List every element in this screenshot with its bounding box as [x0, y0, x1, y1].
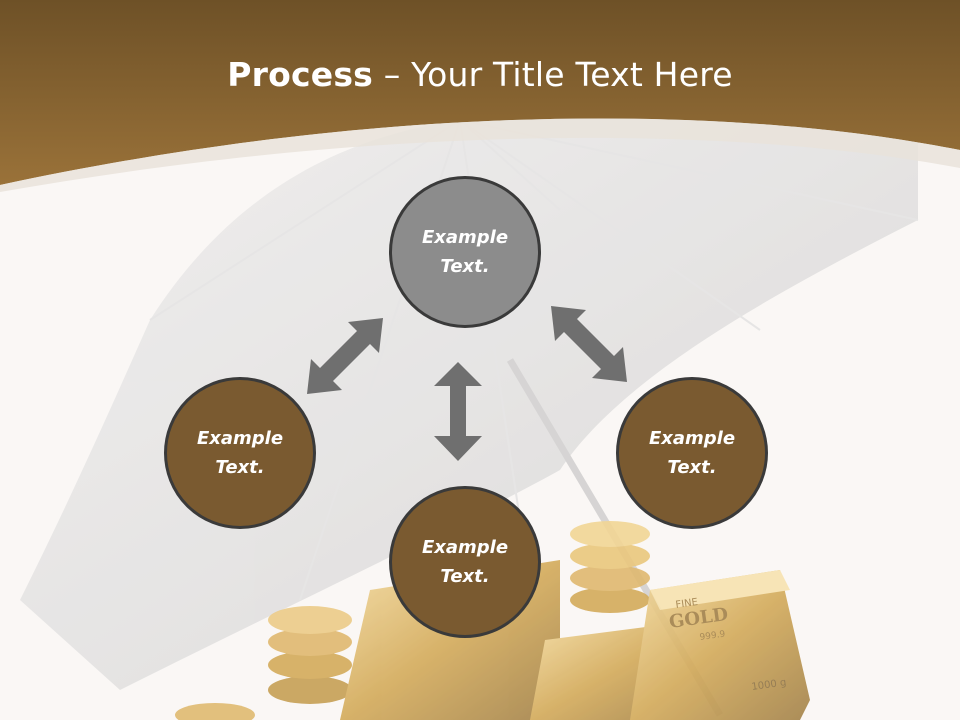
slide-title-rest: – Your Title Text Here	[373, 55, 733, 94]
process-node-bottom[interactable]: Example Text.	[389, 486, 541, 638]
double-arrow-icon	[307, 318, 383, 394]
double-arrow-icon	[434, 362, 482, 461]
process-node-left-text: Example Text.	[196, 428, 284, 478]
process-node-right-text: Example Text.	[648, 428, 736, 478]
double-arrow-icon	[551, 306, 627, 382]
process-node-top[interactable]: Example Text.	[389, 176, 541, 328]
process-node-top-text: Example Text.	[421, 227, 509, 277]
gold-bar-label-weight: 1000 g	[751, 677, 787, 693]
gold-bar-label-purity: 999.9	[699, 629, 726, 643]
process-node-bottom-text: Example Text.	[421, 537, 509, 587]
gold-bar-label-fine: FINE	[675, 597, 699, 611]
slide-title: Process – Your Title Text Here	[0, 52, 960, 98]
slide-title-bold: Process	[227, 55, 374, 94]
gold-bars-image: FINE GOLD 999.9 1000 g	[175, 521, 810, 720]
process-node-left[interactable]: Example Text.	[164, 377, 316, 529]
process-node-right[interactable]: Example Text.	[616, 377, 768, 529]
